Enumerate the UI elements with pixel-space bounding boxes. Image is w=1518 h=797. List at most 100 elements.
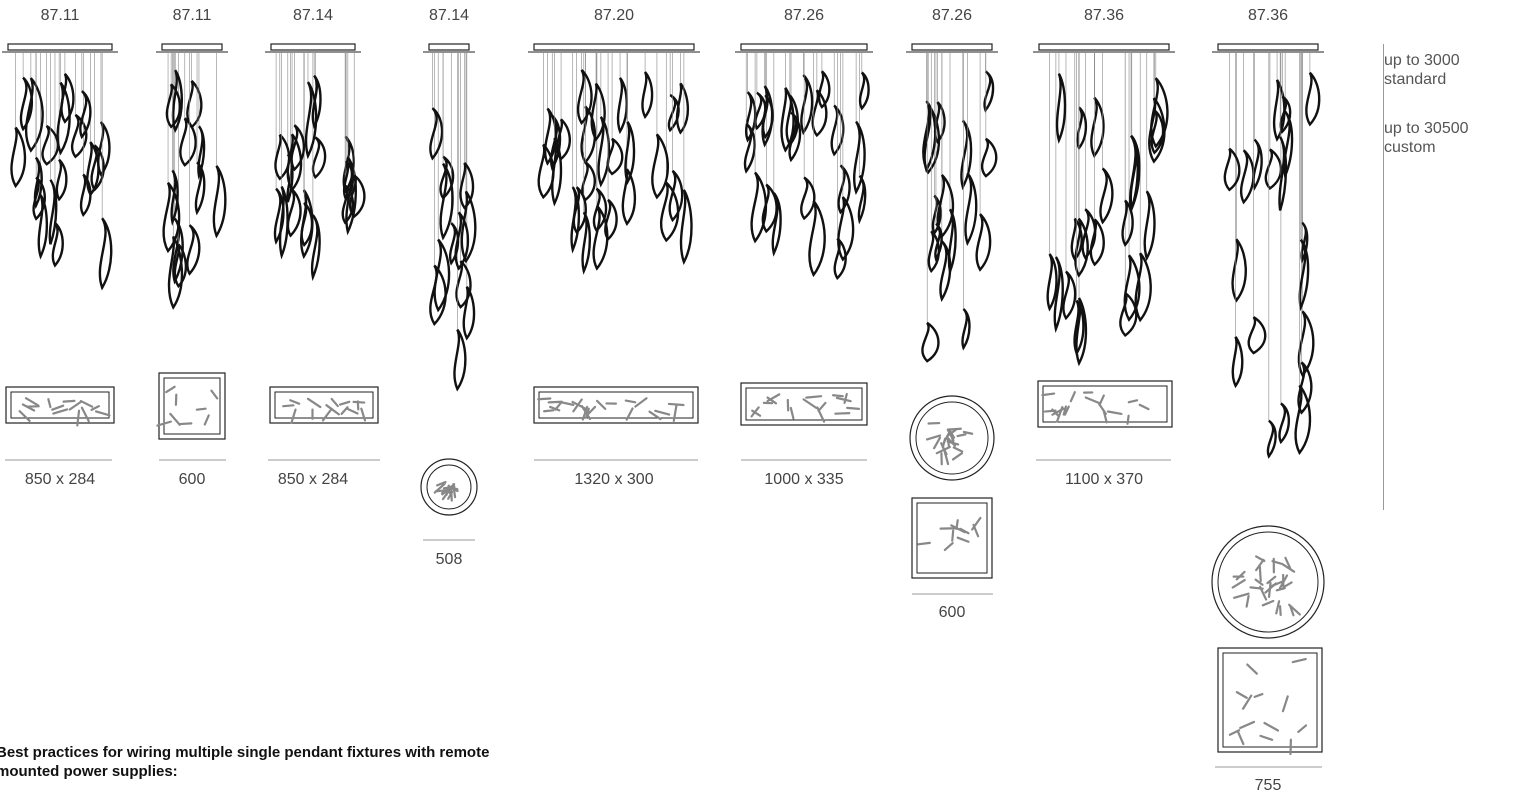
glass-pendant	[590, 82, 606, 142]
glass-pendant	[1297, 310, 1315, 378]
plan-pendant-mark	[1098, 402, 1107, 415]
glass-pendant	[780, 87, 795, 153]
glass-pendant	[429, 264, 447, 326]
glass-pendant	[19, 76, 34, 132]
plan-pendant-mark	[1245, 594, 1250, 608]
glass-pendant	[41, 124, 60, 166]
glass-pendant	[1239, 149, 1255, 205]
canopy-9	[1217, 43, 1319, 51]
glass-pendant	[592, 205, 609, 271]
plan-rect-8-inner	[1042, 385, 1168, 423]
plan-rect-6	[740, 382, 868, 426]
glass-pendant	[1046, 253, 1058, 312]
plan-pendant-mark	[751, 409, 762, 417]
glass-pendant	[833, 237, 847, 280]
plan-pendant-mark	[1236, 730, 1245, 746]
plan-pendant-mark	[1241, 694, 1253, 710]
glass-pendant	[172, 217, 184, 285]
plan-pendant-mark	[946, 427, 962, 431]
glass-pendant	[983, 70, 995, 113]
plan-rect-5-inner	[538, 391, 694, 419]
plan-pendant-mark	[1278, 605, 1282, 617]
plan-pendant-mark	[330, 397, 339, 408]
glass-pendant	[641, 71, 654, 120]
glass-pendant	[1272, 79, 1286, 142]
plan-pendant-mark	[352, 400, 366, 404]
plan-pendant-mark	[955, 519, 959, 530]
plan-pendant-mark	[1254, 578, 1264, 586]
glass-pendant	[667, 94, 680, 133]
plan-pendant-mark	[90, 405, 100, 411]
plan-pendant-mark	[1062, 405, 1068, 416]
canopy-5	[533, 43, 695, 51]
glass-pendant	[170, 169, 179, 226]
plan-pendant-mark	[917, 541, 931, 546]
plan-pendant-mark	[1275, 587, 1286, 592]
plan-round-7-inner	[915, 401, 989, 475]
glass-pendant	[1148, 97, 1166, 164]
plan-rect-6-inner	[745, 387, 863, 421]
glass-pendant	[1090, 96, 1105, 159]
glass-pendant	[761, 183, 778, 234]
plan-pendant-mark	[549, 405, 561, 412]
glass-pendant	[33, 156, 43, 210]
plan-rect-1-inner	[10, 391, 110, 419]
glass-pendant	[278, 185, 289, 260]
plan-pendant-mark	[1239, 720, 1256, 730]
plan-pendant-mark	[654, 409, 671, 416]
plan-pendant-mark	[672, 404, 678, 422]
plan-pendant-mark	[1261, 599, 1275, 607]
plan-square-2-inner	[163, 377, 221, 435]
glass-pendant	[1305, 71, 1321, 127]
glass-pendant	[551, 137, 563, 207]
glass-pendant	[1247, 316, 1267, 355]
glass-pendant	[921, 321, 940, 363]
plan-pendant-mark	[1106, 410, 1123, 416]
plan-pendant-mark	[1284, 556, 1292, 571]
glass-pendant	[429, 107, 444, 161]
glass-pendant	[311, 74, 322, 130]
glass-pendant	[675, 82, 689, 135]
glass-pendant	[1129, 134, 1139, 215]
glass-pendant	[1231, 238, 1247, 303]
plan-pendant-mark	[925, 434, 942, 441]
drop-note-custom: up to 30500 custom	[1384, 120, 1469, 156]
dimension-label-8: 1100 x 370	[1065, 471, 1143, 488]
plan-pendant-mark	[1043, 409, 1057, 413]
glass-pendant	[1073, 299, 1085, 356]
glass-pendant	[25, 77, 44, 153]
glass-pendant	[286, 133, 303, 192]
glass-pendant	[311, 136, 327, 180]
glass-pendant	[459, 162, 475, 210]
plan-pendant-mark	[625, 407, 634, 421]
plan-pendant-mark	[1138, 403, 1150, 411]
plan-pendant-mark	[321, 407, 333, 422]
glass-pendant	[668, 169, 684, 223]
plan-pendant-mark	[52, 408, 69, 415]
dimension-label-5: 1320 x 300	[574, 471, 654, 488]
plan-pendant-mark	[210, 389, 219, 400]
plan-pendant-mark	[817, 401, 827, 412]
glass-pendant	[1266, 419, 1277, 459]
glass-pendant	[743, 122, 756, 174]
glass-pendant	[79, 90, 92, 140]
plan-pendant-mark	[1275, 600, 1281, 615]
plan-pendant-mark	[1288, 603, 1301, 616]
plan-pendant-mark	[834, 412, 851, 415]
plan-pendant-mark	[547, 400, 563, 404]
drop-length-line	[1383, 44, 1384, 510]
plan-pendant-mark	[835, 396, 852, 403]
glass-pendant	[808, 200, 826, 278]
canopy-2	[161, 43, 223, 51]
plan-pendant-mark	[178, 422, 193, 426]
plan-round-4-inner	[426, 464, 472, 510]
plan-pendant-mark	[951, 452, 964, 461]
glass-pendant	[800, 74, 814, 136]
plan-pendant-mark	[80, 406, 90, 423]
glass-pendant	[86, 141, 100, 197]
glass-pendant	[837, 164, 851, 215]
wiring-best-practices-heading: Best practices for wiring multiple singl…	[0, 744, 490, 780]
glass-pendant	[51, 222, 64, 268]
plan-pendant-mark	[195, 407, 207, 411]
